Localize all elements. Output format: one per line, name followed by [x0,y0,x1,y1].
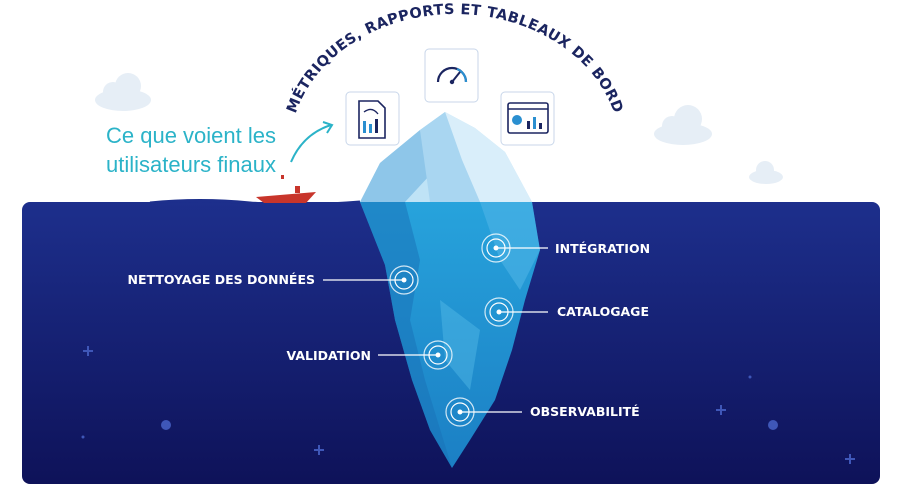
marker-observabilite [445,397,522,427]
sparkles [81,346,855,464]
label-observabilite: OBSERVABILITÉ [530,404,640,419]
boat [256,175,316,203]
caption-line-2: utilisateurs finaux [106,152,276,177]
dashboard-icon [500,91,555,146]
water-line [149,199,361,207]
marker-validation [378,340,453,370]
speedometer-gauge-icon [424,48,479,103]
cloud-right [654,105,783,184]
end-user-caption: Ce que voient les utilisateurs finaux [86,121,276,179]
caption-arrow [290,124,332,163]
label-catalogage: CATALOGAGE [557,304,649,319]
label-validation: VALIDATION [287,348,371,363]
report-document-icon [345,91,400,146]
marker-catalogage [484,297,548,327]
label-integration: INTÉGRATION [555,241,650,256]
iceberg-tip [360,112,532,202]
marker-nettoyage [323,265,419,295]
label-nettoyage: NETTOYAGE DES DONNÉES [128,272,315,287]
cloud-left [95,73,151,111]
caption-arrow-head [322,121,334,134]
marker-integration [481,233,548,263]
caption-line-1: Ce que voient les [106,123,276,148]
